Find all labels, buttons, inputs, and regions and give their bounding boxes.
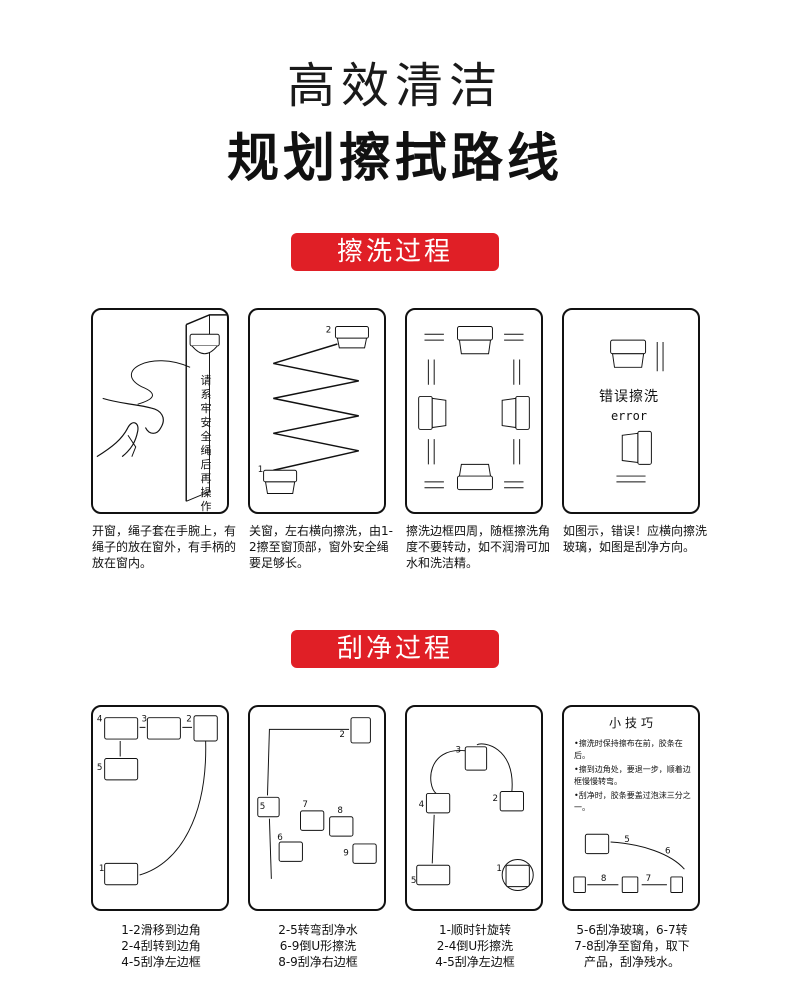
marker-3: 3 <box>142 715 148 725</box>
caption-line: 2-4倒U形擦洗 <box>436 939 514 953</box>
caption-line: 4-5刮净左边框 <box>435 955 515 969</box>
marker-5: 5 <box>624 835 630 845</box>
section-badge-washing: 擦洗过程 <box>291 233 499 271</box>
wrong-wash-illustration <box>610 339 664 483</box>
caption-line: 5-6刮净玻璃，6-7转 <box>576 923 688 937</box>
caption-line: 产品，刮净残水。 <box>583 955 680 969</box>
zigzag-wash-illustration: 2 1 <box>258 325 369 495</box>
marker-1: 1 <box>496 864 502 874</box>
caption-line: 2-4刮转到边角 <box>121 939 201 953</box>
section-badge-scraping: 刮净过程 <box>291 630 499 668</box>
marker-2: 2 <box>492 794 498 804</box>
washing-panel-3 <box>405 308 543 514</box>
scraping-caption-3: 1-顺时针旋转 2-4倒U形擦洗 4-5刮净左边框 <box>400 922 550 970</box>
caption-line: 8-9刮净右边框 <box>278 955 358 969</box>
marker-5: 5 <box>97 763 103 773</box>
marker-9: 9 <box>343 849 349 859</box>
scrape-path-4: 5 6 7 8 <box>573 833 685 893</box>
marker-5: 5 <box>260 802 266 812</box>
marker-7: 7 <box>302 800 308 810</box>
marker-4: 4 <box>419 800 425 810</box>
page-subtitle: 高效清洁 <box>286 58 503 114</box>
washing-caption-3: 擦洗边框四周，随框擦洗角度不要转动，如不润滑可加水和洗洁精。 <box>406 524 551 570</box>
washing-caption-4: 如图示，错误！应横向擦洗玻璃，如图是刮净方向。 <box>563 524 708 554</box>
scraping-caption-4: 5-6刮净玻璃，6-7转 7-8刮净至窗角，取下 产品，刮净残水。 <box>557 922 707 970</box>
error-sublabel: error <box>610 409 648 423</box>
page-title: 规划擦拭路线 <box>226 129 563 189</box>
washing-caption-1: 开窗，绳子套在手腕上，有绳子的放在窗外，有手柄的放在窗内。 <box>92 524 237 570</box>
safety-rope-notice: 请系牢安全绳后再操作 <box>200 374 212 513</box>
window-open-illustration <box>96 314 227 502</box>
tip-item: •刮净时，胶条要盖过泡沫三分之一。 <box>574 791 691 812</box>
caption-line: 4-5刮净左边框 <box>121 955 201 969</box>
marker-8: 8 <box>337 806 343 816</box>
tip-item: •擦洗时保持擦布在前，胶条在后。 <box>574 739 683 760</box>
washing-panel-2: 2 1 <box>248 308 386 514</box>
scraping-panel-4: 5 6 7 8 <box>562 705 700 911</box>
scrape-path-1: 4 3 2 5 1 <box>97 715 218 886</box>
marker-7: 7 <box>646 874 652 884</box>
caption-line: 1-顺时针旋转 <box>439 923 511 937</box>
tips-list: •擦洗时保持擦布在前，胶条在后。 •擦到边角处，要退一步，顺着边框慢慢转弯。 •… <box>574 738 696 816</box>
scraping-caption-2: 2-5转弯刮净水 6-9倒U形擦洗 8-9刮净右边框 <box>243 922 393 970</box>
marker-4: 4 <box>97 715 103 725</box>
marker-1: 1 <box>258 465 264 475</box>
tips-title: 小技巧 <box>608 716 657 730</box>
scrape-path-2: 2 5 6 7 8 9 <box>257 717 377 879</box>
error-label: 错误擦洗 <box>599 389 659 405</box>
tip-item: •擦到边角处，要退一步，顺着边框慢慢转弯。 <box>574 765 691 786</box>
frame-wash-illustration <box>418 326 530 491</box>
scraping-panel-2: 2 5 6 7 8 9 <box>248 705 386 911</box>
marker-6: 6 <box>665 847 671 857</box>
caption-line: 1-2滑移到边角 <box>121 923 201 937</box>
caption-line: 2-5转弯刮净水 <box>278 923 358 937</box>
scraping-panel-3: 1 2 3 4 5 <box>405 705 543 911</box>
marker-2: 2 <box>186 715 192 725</box>
caption-line: 7-8刮净至窗角，取下 <box>574 939 690 953</box>
washing-caption-2: 关窗，左右横向擦洗，由1-2擦至窗顶部，窗外安全绳要足够长。 <box>249 524 393 570</box>
scraping-panel-1: 4 3 2 5 1 <box>91 705 229 911</box>
scrape-path-3: 1 2 3 4 5 <box>411 743 534 892</box>
caption-line: 6-9倒U形擦洗 <box>279 939 357 953</box>
marker-2: 2 <box>339 730 345 740</box>
marker-8: 8 <box>601 874 607 884</box>
washing-panel-1: 请系牢安全绳后再操作 <box>91 308 229 514</box>
marker-3: 3 <box>456 746 462 756</box>
marker-5: 5 <box>411 876 417 886</box>
marker-1: 1 <box>99 864 105 874</box>
washing-panel-4 <box>562 308 700 514</box>
marker-2: 2 <box>326 325 332 335</box>
scraping-caption-1: 1-2滑移到边角 2-4刮转到边角 4-5刮净左边框 <box>86 922 236 970</box>
marker-6: 6 <box>277 833 283 843</box>
